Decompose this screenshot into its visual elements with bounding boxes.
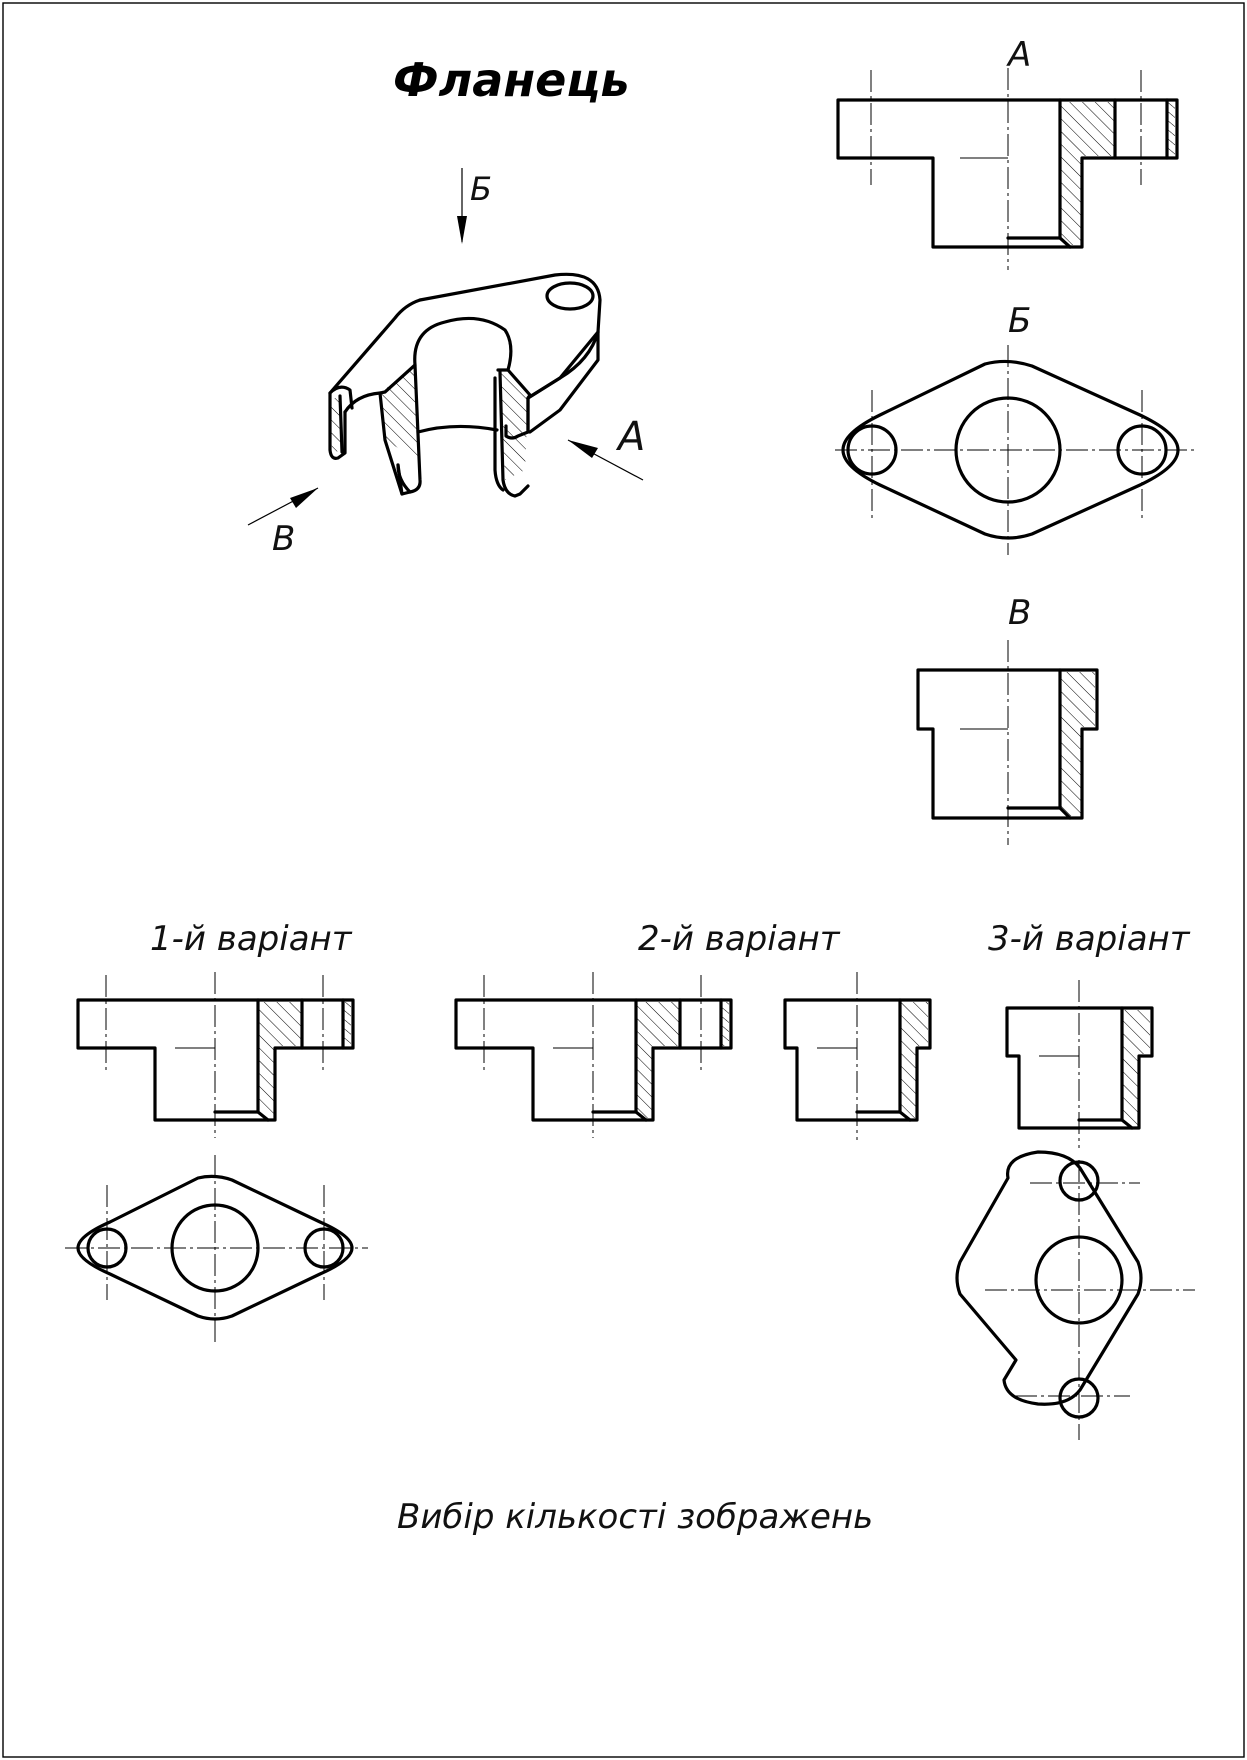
view-a-label: А (1006, 35, 1031, 75)
view-arrow-b-label: Б (470, 170, 492, 208)
view-a-front-section: А (836, 35, 1179, 270)
variant-3-label: 3-й варіант (988, 919, 1191, 959)
variant-2-side-section (783, 972, 932, 1140)
variant-2-front-section (454, 972, 733, 1138)
view-arrow-v: В (247, 487, 319, 559)
view-arrow-a: А (567, 414, 645, 481)
view-v-label: В (1008, 593, 1031, 633)
isometric-view (328, 272, 602, 498)
variant-1-front-section (76, 972, 355, 1138)
view-arrow-a-label: А (615, 414, 645, 460)
variant-3-top-view-rotated (955, 1150, 1195, 1440)
drawing-title: Фланець (393, 53, 630, 107)
variant-1-top-view (65, 1155, 368, 1345)
view-v-side-section: В (916, 593, 1099, 845)
variant-1-label: 1-й варіант (150, 919, 353, 959)
view-b-label: Б (1008, 301, 1031, 341)
view-arrow-v-label: В (272, 519, 295, 559)
caption: Вибір кількості зображень (397, 1497, 873, 1537)
view-arrow-b: Б (457, 168, 492, 244)
view-b-top: Б (835, 301, 1195, 555)
variant-3-side-section (1005, 980, 1154, 1148)
variant-2-label: 2-й варіант (638, 919, 841, 959)
